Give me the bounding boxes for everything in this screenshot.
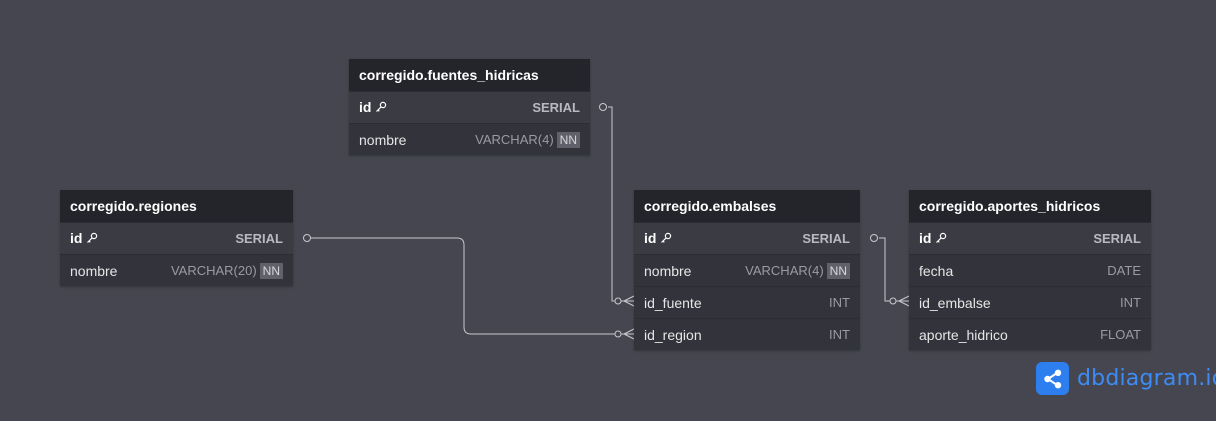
table-row[interactable]: id_region INT — [634, 318, 860, 350]
key-icon — [375, 100, 387, 116]
table-row[interactable]: nombre VARCHAR(4) NN — [634, 254, 860, 286]
column-name: nombre — [70, 262, 118, 279]
column-type: INT — [829, 327, 850, 342]
relation-many-marker — [614, 330, 622, 338]
table-row[interactable]: id SERIAL — [909, 222, 1151, 254]
table-title[interactable]: corregido.embalses — [634, 190, 860, 222]
column-type: DATE — [1107, 263, 1141, 278]
crows-foot-marker — [623, 295, 635, 307]
not-null-badge: NN — [826, 262, 850, 279]
key-icon — [660, 231, 672, 247]
column-name: id_region — [644, 326, 702, 343]
table-title[interactable]: corregido.fuentes_hidricas — [349, 59, 590, 91]
column-name: id — [70, 229, 83, 246]
column-type: FLOAT — [1100, 327, 1141, 342]
column-name: id — [919, 229, 932, 246]
relation-fuentes-embalses — [608, 106, 634, 302]
crows-foot-marker — [898, 295, 910, 307]
dbdiagram-logo[interactable]: dbdiagram.io — [1036, 362, 1216, 395]
column-type: SERIAL — [802, 231, 850, 246]
table-row[interactable]: id SERIAL — [349, 91, 590, 123]
table-embalses[interactable]: corregido.embalses id SERIAL nombre VARC… — [634, 190, 860, 350]
column-name: id_embalse — [919, 294, 991, 311]
table-title[interactable]: corregido.regiones — [60, 190, 293, 222]
column-type: INT — [829, 295, 850, 310]
table-row[interactable]: id_embalse INT — [909, 286, 1151, 318]
table-row[interactable]: nombre VARCHAR(4) NN — [349, 123, 590, 155]
column-type: SERIAL — [235, 231, 283, 246]
table-row[interactable]: aporte_hidrico FLOAT — [909, 318, 1151, 350]
relation-one-marker — [870, 234, 878, 242]
column-type: VARCHAR(4) — [475, 132, 554, 147]
relation-embalses-aportes — [879, 237, 909, 302]
table-row[interactable]: id SERIAL — [634, 222, 860, 254]
key-icon — [935, 231, 947, 247]
column-name: id — [644, 229, 657, 246]
relation-many-marker — [614, 297, 622, 305]
column-name: fecha — [919, 262, 954, 279]
table-row[interactable]: id_fuente INT — [634, 286, 860, 318]
relation-regiones-embalses — [311, 237, 634, 335]
column-type: SERIAL — [532, 100, 580, 115]
table-fuentes-hidricas[interactable]: corregido.fuentes_hidricas id SERIAL nom… — [349, 59, 590, 155]
column-name: id — [359, 98, 372, 115]
brand-name: dbdiagram.io — [1077, 366, 1216, 391]
column-name: nombre — [644, 262, 692, 279]
not-null-badge: NN — [259, 262, 283, 279]
column-type: SERIAL — [1093, 231, 1141, 246]
column-name: aporte_hidrico — [919, 326, 1008, 343]
relation-one-marker — [599, 103, 607, 111]
relation-one-marker — [303, 234, 311, 242]
table-aportes-hidricos[interactable]: corregido.aportes_hidricos id SERIAL fec… — [909, 190, 1151, 350]
table-row[interactable]: fecha DATE — [909, 254, 1151, 286]
column-type: INT — [1120, 295, 1141, 310]
table-title[interactable]: corregido.aportes_hidricos — [909, 190, 1151, 222]
table-row[interactable]: nombre VARCHAR(20) NN — [60, 254, 293, 286]
crows-foot-marker — [623, 328, 635, 340]
column-type: VARCHAR(20) — [170, 263, 257, 278]
key-icon — [86, 231, 98, 247]
share-nodes-icon — [1036, 362, 1069, 395]
table-regiones[interactable]: corregido.regiones id SERIAL nombre VARC… — [60, 190, 293, 286]
not-null-badge: NN — [556, 131, 580, 148]
column-name: nombre — [359, 131, 407, 148]
column-type: VARCHAR(4) — [745, 263, 824, 278]
table-row[interactable]: id SERIAL — [60, 222, 293, 254]
column-name: id_fuente — [644, 294, 702, 311]
relation-many-marker — [889, 297, 897, 305]
